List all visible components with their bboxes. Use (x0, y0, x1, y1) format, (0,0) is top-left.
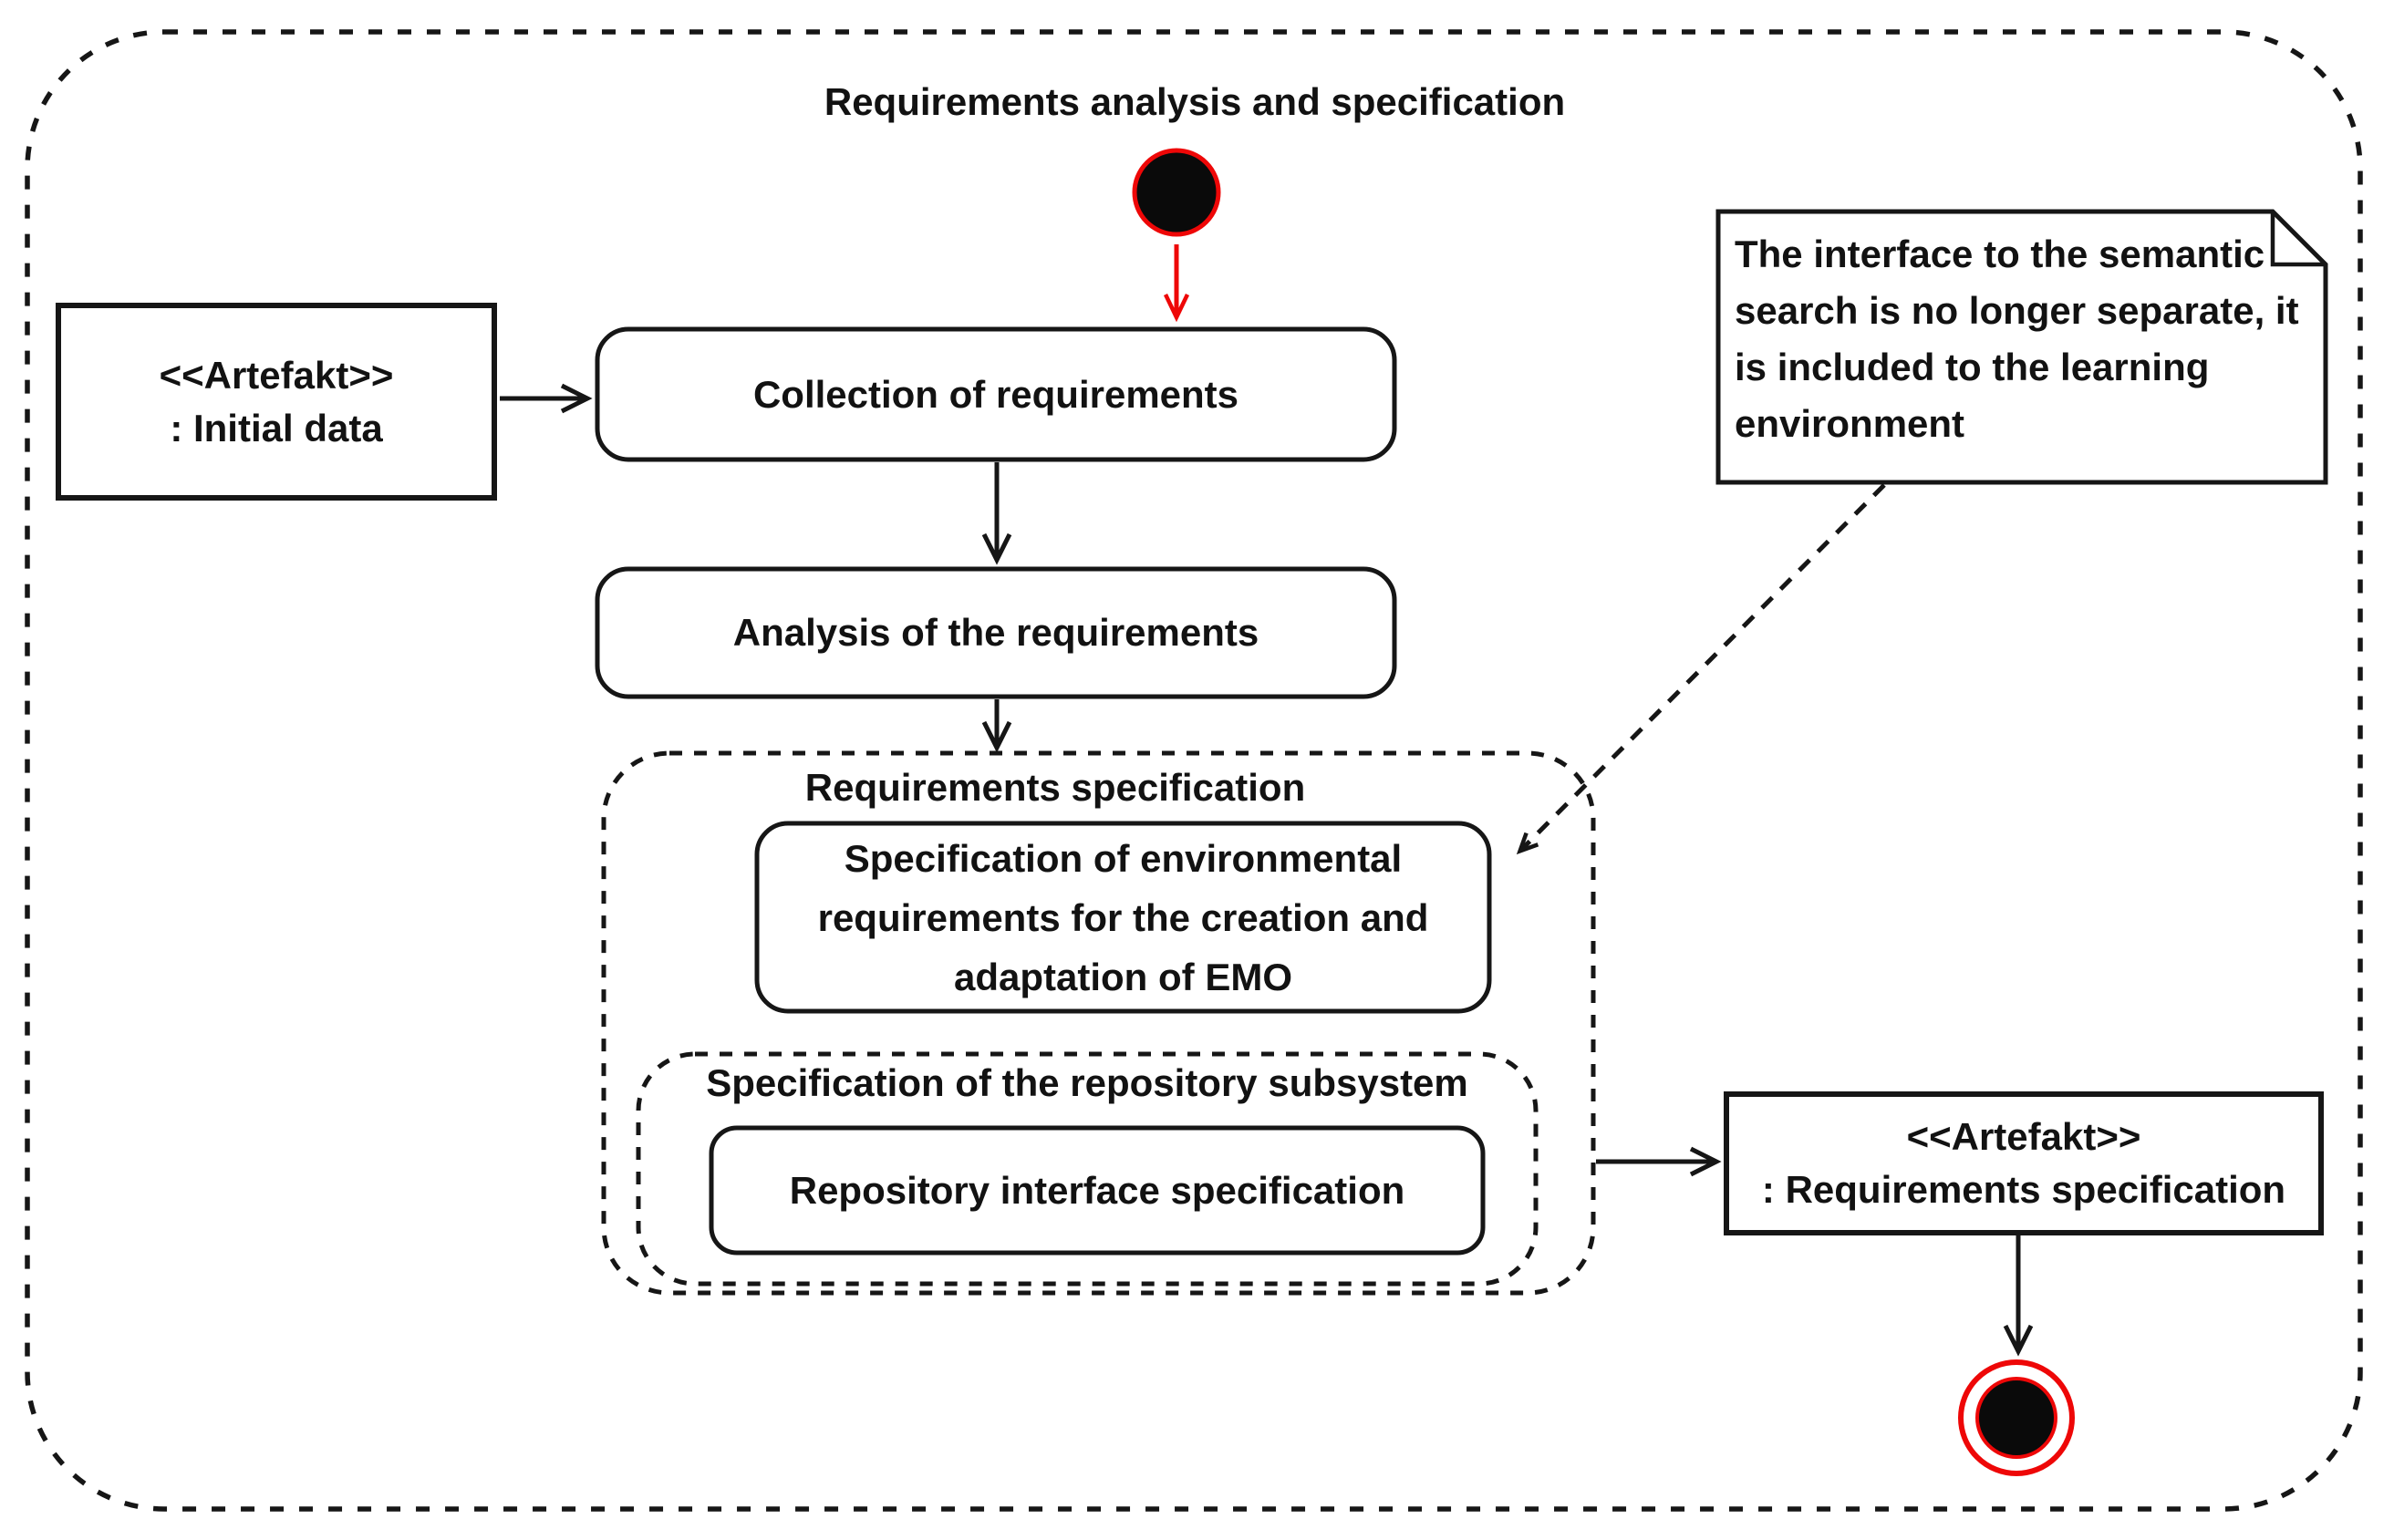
note-fold-icon (2270, 212, 2326, 267)
note-anchor-line (1516, 483, 1886, 855)
activity-analysis-label: Analysis of the requirements (732, 611, 1259, 654)
artifact-initial-data: <<Artefakt>> : Initial data (58, 305, 494, 498)
artifact-requirements-spec-name: : Requirements specification (1761, 1168, 2286, 1211)
note-shape (1715, 209, 2328, 485)
diagram-title: Requirements analysis and specification (824, 80, 1566, 123)
activity-collection-shape (595, 326, 1397, 462)
activity-repo-interface-shape (709, 1125, 1486, 1256)
artifact-initial-data-shape (56, 303, 497, 501)
activity-emo-spec-shape (754, 821, 1492, 1014)
artifact-initial-data-stereotype: <<Artefakt>> (159, 353, 394, 397)
artifact-requirements-spec-stereotype: <<Artefakt>> (1906, 1115, 2141, 1158)
group-requirements-specification (601, 750, 1596, 1296)
artifact-initial-data-name: : Initial data (170, 406, 383, 450)
artifact-requirements-spec-shape (1724, 1091, 2324, 1235)
note-text: The interface to the semantic search is … (1735, 233, 2299, 445)
final-node-core-icon (1975, 1377, 2057, 1459)
initial-node-icon (1132, 148, 1221, 237)
activity-analysis-shape (595, 566, 1397, 699)
group-requirements-specification-label: Requirements specification (804, 766, 1306, 809)
artifact-requirements-spec: <<Artefakt>> : Requirements specificatio… (1726, 1094, 2321, 1233)
group-repository-subsystem-label: Specification of the repository subsyste… (706, 1061, 1468, 1104)
activity-emo-spec-label: Specification of environmental requireme… (817, 836, 1429, 998)
activity-repo-interface-label: Repository interface specification (789, 1168, 1405, 1212)
activity-collection-label: Collection of requirements (752, 372, 1239, 416)
activity-boundary (25, 29, 2363, 1512)
